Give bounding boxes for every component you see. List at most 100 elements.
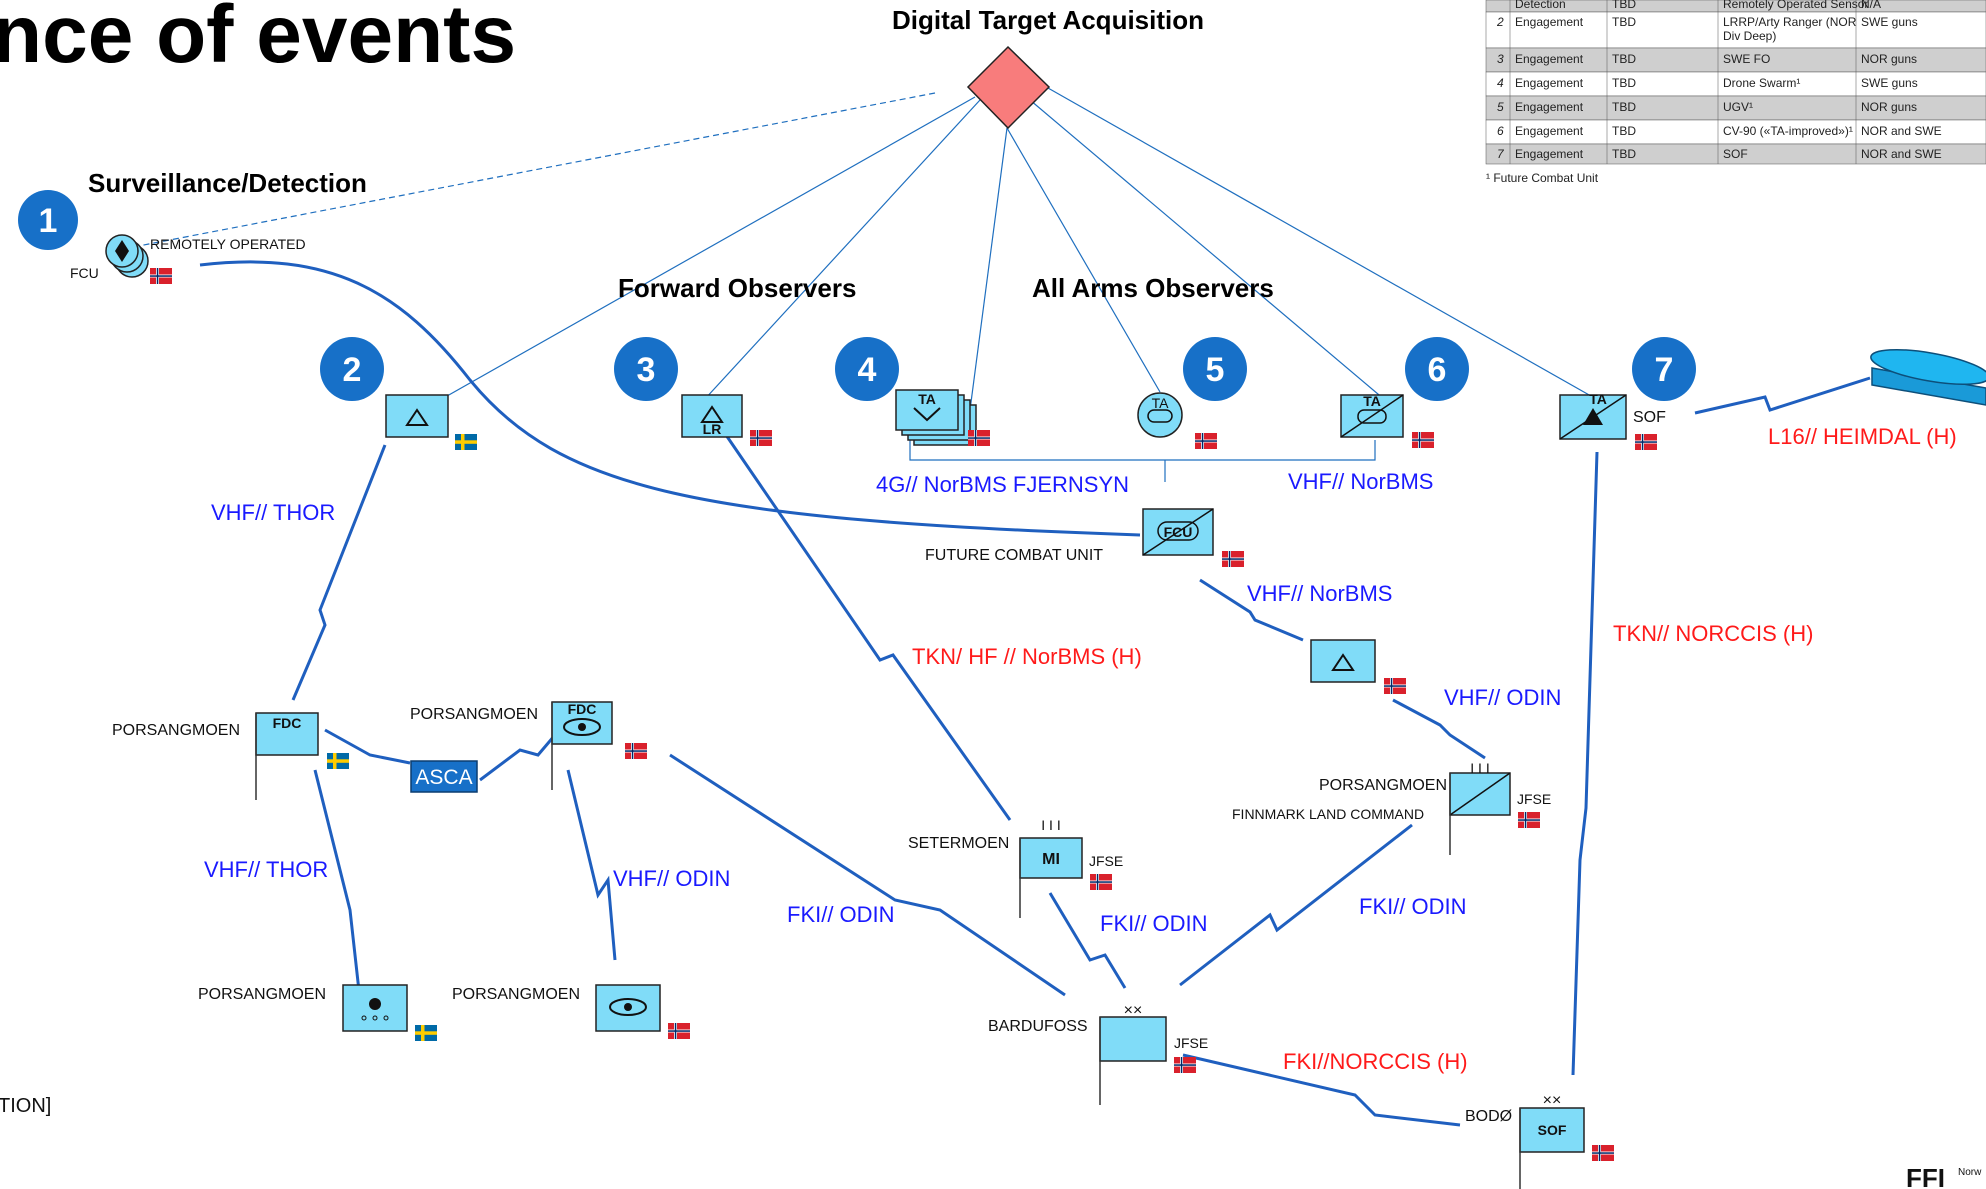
table-cell: Engagement bbox=[1515, 52, 1584, 66]
swe-guns: PORSANGMOEN bbox=[198, 984, 437, 1041]
table-row-num: 3 bbox=[1497, 52, 1504, 66]
svg-text:JFSE: JFSE bbox=[1174, 1035, 1208, 1051]
table-cell: Engagement bbox=[1515, 124, 1584, 138]
table-cell: UGV¹ bbox=[1723, 100, 1753, 114]
table-cell: NOR guns bbox=[1861, 100, 1917, 114]
norway-flag-icon bbox=[625, 743, 647, 759]
badge-2 bbox=[320, 337, 384, 401]
link-label: FKI// ODIN bbox=[787, 902, 895, 927]
lr-observer: LR bbox=[681, 394, 772, 446]
table-cell: Div Deep) bbox=[1723, 29, 1776, 43]
ugv: TA bbox=[1137, 392, 1217, 449]
svg-text:MI: MI bbox=[1042, 851, 1060, 868]
page-title: nce of events bbox=[0, 0, 516, 80]
table-cell: NOR and SWE bbox=[1861, 147, 1942, 161]
link-label: VHF// THOR bbox=[204, 857, 328, 882]
sensor-icon bbox=[115, 240, 129, 262]
svg-text:××: ×× bbox=[1543, 1092, 1562, 1109]
svg-text:FDC: FDC bbox=[568, 701, 597, 717]
svg-text:SOF: SOF bbox=[1538, 1122, 1567, 1138]
svg-text:TA: TA bbox=[1152, 395, 1170, 411]
ffi-logo-small: Norw bbox=[1958, 1167, 1982, 1178]
table-cell: TBD bbox=[1612, 76, 1636, 90]
badge-6-label: 6 bbox=[1428, 351, 1447, 389]
cv90-observer bbox=[1310, 639, 1406, 694]
badge-3 bbox=[614, 337, 678, 401]
finnmark-land-command: I I I PORSANGMOEN FINNMARK LAND COMMAND … bbox=[1232, 760, 1551, 855]
norway-flag-icon bbox=[1518, 812, 1540, 828]
remotely-operated-sensor: REMOTELY OPERATED FCU bbox=[70, 234, 306, 284]
badge-3-label: 3 bbox=[637, 351, 656, 389]
norway-flag-icon bbox=[1222, 551, 1244, 567]
table-footnote: ¹ Future Combat Unit bbox=[1486, 171, 1599, 185]
norway-flag-icon bbox=[1195, 433, 1217, 449]
table-header-3: Remotely Operated Sensor bbox=[1723, 0, 1868, 11]
table-cell: TBD bbox=[1612, 15, 1636, 29]
table-cell: CV-90 («TA-improved»)¹ bbox=[1723, 124, 1853, 138]
svg-text:TA: TA bbox=[1589, 391, 1607, 407]
forward-observers-header: Forward Observers bbox=[618, 273, 856, 303]
norway-flag-icon bbox=[1384, 678, 1406, 694]
table-row-num: 7 bbox=[1497, 147, 1505, 161]
dta-header: Digital Target Acquisition bbox=[892, 5, 1204, 35]
link-label: TKN// NORCCIS (H) bbox=[1613, 621, 1813, 646]
norway-flag-icon bbox=[150, 268, 172, 284]
link-label: TKN/ HF // NorBMS (H) bbox=[912, 644, 1142, 669]
svg-text:××: ×× bbox=[1124, 1002, 1143, 1019]
svg-text:I I I: I I I bbox=[1470, 760, 1489, 776]
table-cell: SWE guns bbox=[1861, 15, 1918, 29]
table-cell: NOR and SWE bbox=[1861, 124, 1942, 138]
norway-flag-icon bbox=[668, 1023, 690, 1039]
cut-off-text: TION] bbox=[0, 1095, 51, 1117]
sof-observer: TA SOF bbox=[1559, 391, 1666, 450]
svg-text:ASCA: ASCA bbox=[415, 766, 472, 789]
link-label: 4G// NorBMS FJERNSYN bbox=[876, 472, 1129, 497]
norway-flag-icon bbox=[1635, 434, 1657, 450]
svg-text:PORSANGMOEN: PORSANGMOEN bbox=[112, 722, 240, 739]
badge-1 bbox=[18, 190, 78, 250]
table-cell: TBD bbox=[1612, 100, 1636, 114]
badge-4 bbox=[835, 337, 899, 401]
svg-text:BODØ: BODØ bbox=[1465, 1108, 1512, 1125]
swe-observer bbox=[385, 394, 477, 450]
link-label: VHF// ODIN bbox=[1444, 685, 1561, 710]
future-combat-unit: FCU FUTURE COMBAT UNIT bbox=[925, 508, 1244, 567]
svg-text:FCU: FCU bbox=[1164, 524, 1193, 540]
link-label: VHF// THOR bbox=[211, 500, 335, 525]
badge-6 bbox=[1405, 337, 1469, 401]
table-cell: LRRP/Arty Ranger (NOR bbox=[1723, 15, 1857, 29]
norway-flag-icon bbox=[1592, 1145, 1614, 1161]
dta-connections bbox=[127, 87, 1599, 482]
drone-swarm: TA bbox=[895, 389, 990, 446]
svg-text:FINNMARK LAND COMMAND: FINNMARK LAND COMMAND bbox=[1232, 806, 1424, 822]
link-label: FKI// ODIN bbox=[1100, 911, 1208, 936]
all-arms-observers-header: All Arms Observers bbox=[1032, 273, 1274, 303]
table-cell: TBD bbox=[1612, 147, 1636, 161]
table-header-1: Detection bbox=[1515, 0, 1566, 11]
cv90: TA bbox=[1340, 393, 1434, 448]
link-label: FKI// ODIN bbox=[1359, 894, 1467, 919]
table-cell: SWE guns bbox=[1861, 76, 1918, 90]
table-cell: Engagement bbox=[1515, 15, 1584, 29]
mi-setermoen: I I I MI SETERMOEN JFSE bbox=[908, 817, 1123, 918]
svg-text:PORSANGMOEN: PORSANGMOEN bbox=[452, 986, 580, 1003]
svg-text:SETERMOEN: SETERMOEN bbox=[908, 835, 1009, 852]
norway-flag-icon bbox=[1090, 874, 1112, 890]
number-badges: 1 2 3 4 5 6 7 bbox=[18, 190, 1696, 401]
table-cell: SWE FO bbox=[1723, 52, 1770, 66]
sweden-flag-icon bbox=[327, 753, 349, 769]
table-row-num: 2 bbox=[1496, 15, 1504, 29]
svg-text:I I I: I I I bbox=[1041, 817, 1060, 833]
badge-5 bbox=[1183, 337, 1247, 401]
ffi-logo: FFI bbox=[1906, 1163, 1945, 1189]
fdc-porsangmoen-nor: FDC PORSANGMOEN bbox=[410, 701, 647, 790]
link-label: VHF// NorBMS bbox=[1288, 469, 1433, 494]
table-row-num: 4 bbox=[1497, 76, 1504, 90]
dta-diamond-icon bbox=[966, 45, 1051, 130]
heimdal-disk-icon bbox=[1870, 348, 1986, 406]
surveillance-header: Surveillance/Detection bbox=[88, 168, 367, 198]
badge-7-label: 7 bbox=[1655, 351, 1674, 389]
svg-text:FUTURE COMBAT UNIT: FUTURE COMBAT UNIT bbox=[925, 547, 1103, 564]
sweden-flag-icon bbox=[455, 434, 477, 450]
link-label: VHF// ODIN bbox=[613, 866, 730, 891]
